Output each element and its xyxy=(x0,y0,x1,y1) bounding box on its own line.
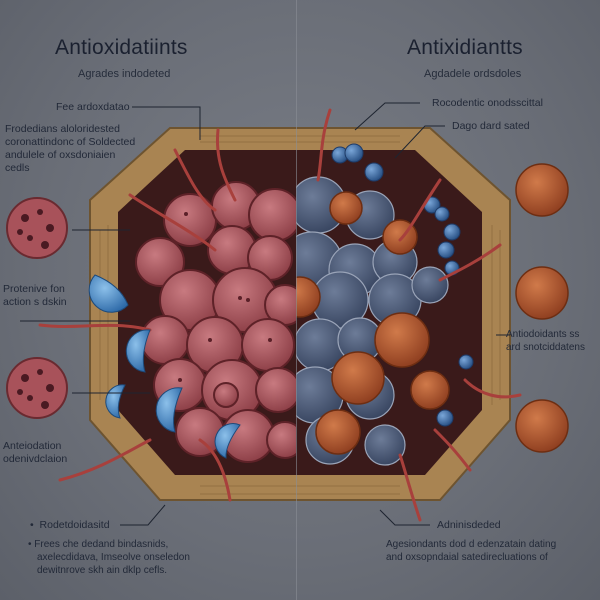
antioxidant-beads xyxy=(331,143,474,427)
panel-divider xyxy=(296,0,297,600)
right-subtitle: Agdadele ordsdoles xyxy=(424,68,522,80)
free-radical-cells xyxy=(6,197,68,419)
left-bottom-bullet: • Frees che dedand bindasnids, axelecdid… xyxy=(28,539,190,576)
antioxidant-side-callout: Antiodoidants ss ard snotciddatens xyxy=(506,329,585,353)
right-top-callout: Rocodentic onodsscittal xyxy=(432,97,543,109)
right-second-callout: Dago dard sated xyxy=(452,120,530,132)
left-bottom-heading: • Rodetdoidasitd xyxy=(30,519,110,531)
right-title: Antixidiantts xyxy=(407,36,523,59)
callout-lines xyxy=(20,102,510,526)
left-title: Antioxidatiints xyxy=(55,36,188,59)
right-bottom-text: Agesiondants dod d edenzatain dating and… xyxy=(386,539,557,563)
right-bottom-heading: Adninisdeded xyxy=(437,519,501,531)
damaged-cells xyxy=(135,181,296,463)
protective-callout: Protenive fon action s dskin xyxy=(3,283,67,308)
oxidation-callout: Anteiodation odenivdclaion xyxy=(3,440,68,465)
free-radical-callout: Fee ardoxdatao xyxy=(56,101,130,113)
left-subtitle: Agrades indodeted xyxy=(78,68,171,80)
healthy-cells xyxy=(296,143,474,466)
bullet-icon: • xyxy=(30,519,40,531)
blood-vessels xyxy=(38,108,522,522)
bullet-icon: • xyxy=(28,539,35,550)
left-description: Frodedians aloloridested coronattindonc … xyxy=(5,123,136,174)
antioxidant-spheres-outer xyxy=(515,163,569,453)
